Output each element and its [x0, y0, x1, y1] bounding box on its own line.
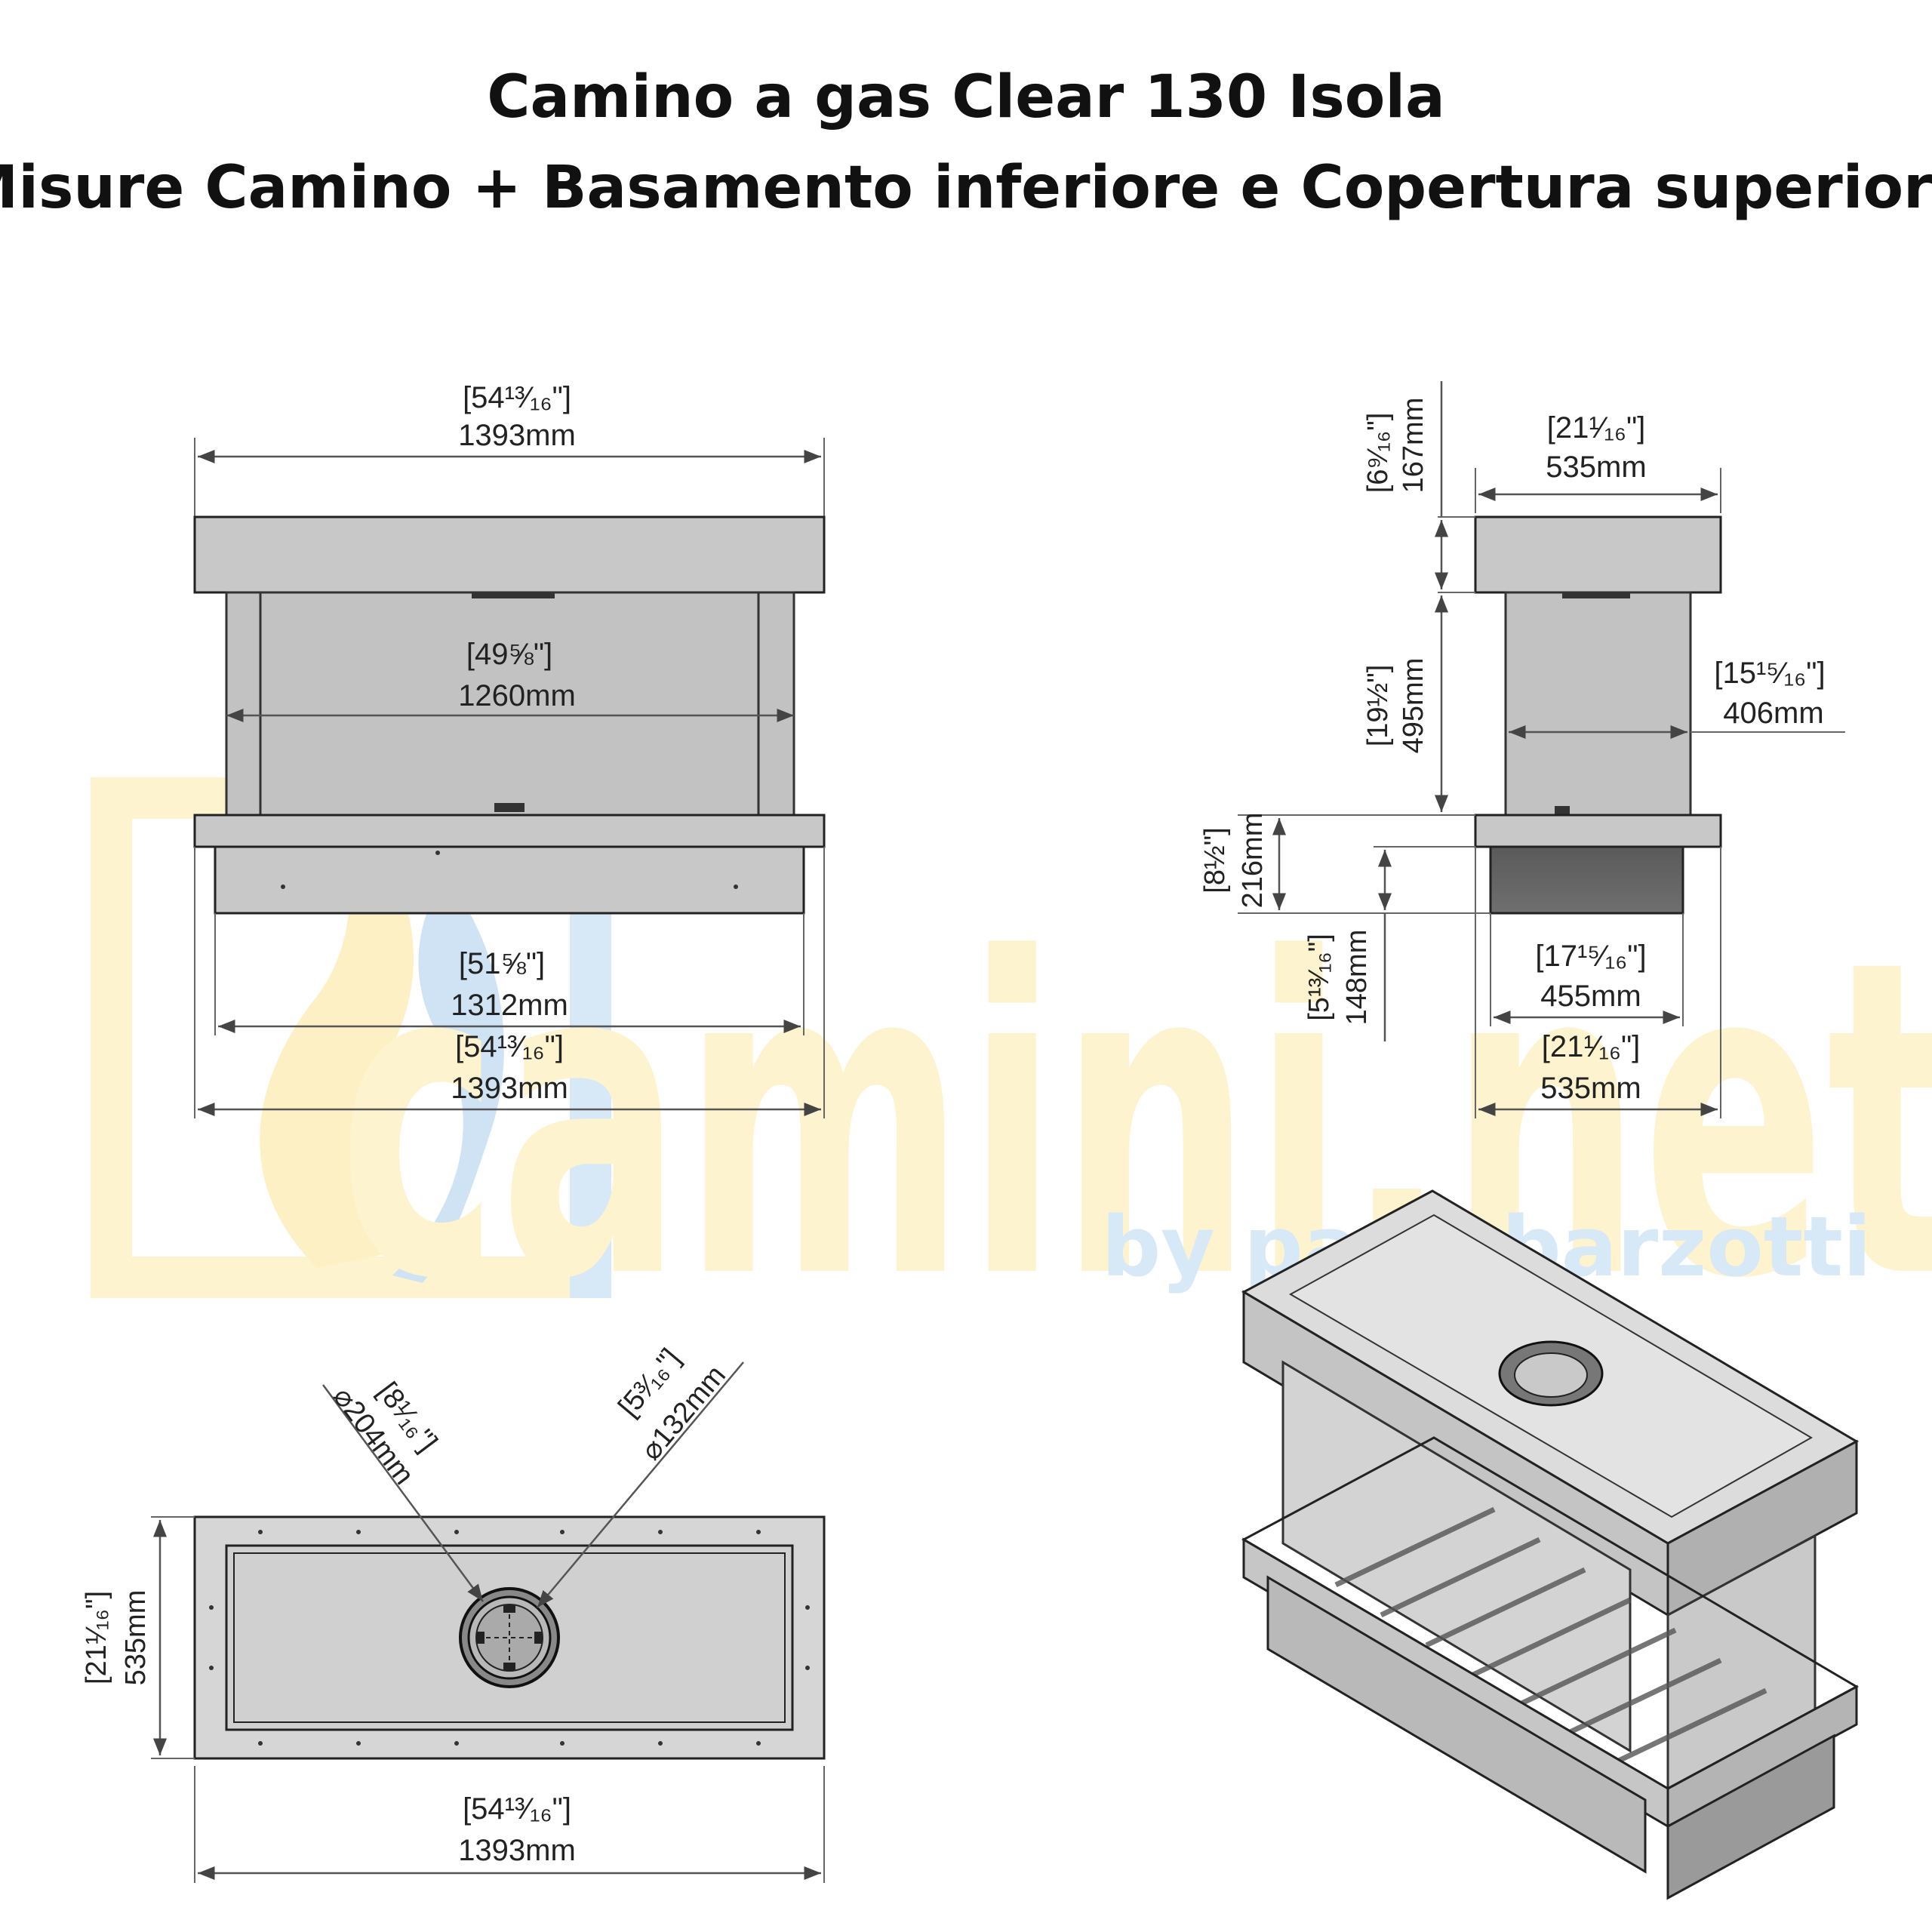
front-glass-width-inch: [49⅝"] — [466, 638, 552, 671]
side-base-height-inch: [8½"] — [1199, 827, 1231, 893]
front-base-width-inch: [51⅝"] — [459, 947, 545, 980]
front-top-width-inch: [54¹³⁄₁₆"] — [463, 381, 571, 414]
side-glass — [1504, 591, 1692, 817]
side-plinth-depth-mm: 455mm — [1540, 980, 1641, 1013]
side-glass-depth-mm: 406mm — [1723, 697, 1823, 730]
front-top-width-mm: 1393mm — [458, 419, 576, 452]
title-line-2: Misure Camino + Basamento inferiore e Co… — [0, 154, 1932, 222]
front-glass — [225, 591, 795, 817]
side-top-cover — [1474, 515, 1722, 594]
side-top-depth-mm: 535mm — [1546, 451, 1646, 484]
watermark-brand: camini.net — [338, 868, 1932, 1374]
side-base-height-mm: 216mm — [1237, 813, 1269, 909]
side-cover-height-inch: [6⁹⁄₁₆"] — [1362, 413, 1394, 494]
side-base-ledge — [1474, 814, 1722, 848]
flue-collar — [459, 1587, 560, 1688]
top-depth-mm: 535mm — [120, 1590, 152, 1686]
side-glass-height-mm: 495mm — [1398, 658, 1429, 754]
title-line-1: Camino a gas Clear 130 Isola — [487, 63, 1445, 131]
side-glass-depth-inch: [15¹⁵⁄₁₆"] — [1714, 657, 1825, 690]
front-glass-width-mm: 1260mm — [458, 679, 576, 712]
front-base-ledge — [193, 814, 826, 848]
top-depth-inch: [21¹⁄₁₆"] — [81, 1591, 112, 1684]
top-width-mm: 1393mm — [458, 1834, 576, 1867]
front-plinth — [214, 845, 805, 915]
front-bottom-width-mm: 1393mm — [451, 1072, 568, 1105]
front-view: [54¹³⁄₁₆"] 1393mm [49⅝"] 1260mm [51⅝"] 1… — [193, 381, 826, 1118]
top-view: [8¹⁄₁₆"] ⌀204mm [5³⁄₁₆"] ⌀132mm [21¹⁄₁₆"… — [81, 1343, 826, 1883]
side-plinth-height-mm: 148mm — [1341, 930, 1373, 1026]
isometric-view — [1241, 1189, 1860, 1900]
side-plinth-depth-inch: [17¹⁵⁄₁₆"] — [1535, 940, 1646, 973]
side-plinth-height-inch: [5¹³⁄₁₆"] — [1303, 934, 1335, 1021]
front-base-width-mm: 1312mm — [451, 989, 568, 1022]
top-width-inch: [54¹³⁄₁₆"] — [463, 1792, 571, 1826]
front-bottom-width-inch: [54¹³⁄₁₆"] — [455, 1030, 564, 1063]
front-top-cover — [193, 515, 826, 594]
side-bottom-depth-inch: [21¹⁄₁₆"] — [1542, 1030, 1641, 1063]
side-top-depth-inch: [21¹⁄₁₆"] — [1547, 411, 1646, 445]
side-glass-height-inch: [19½"] — [1362, 665, 1394, 747]
side-plinth — [1489, 845, 1684, 915]
side-view: [21¹⁄₁₆"] 535mm [15¹⁵⁄₁₆"] 406mm [6⁹⁄₁₆"… — [1199, 381, 1845, 1118]
side-cover-height-mm: 167mm — [1398, 398, 1429, 494]
side-bottom-depth-mm: 535mm — [1540, 1072, 1641, 1105]
